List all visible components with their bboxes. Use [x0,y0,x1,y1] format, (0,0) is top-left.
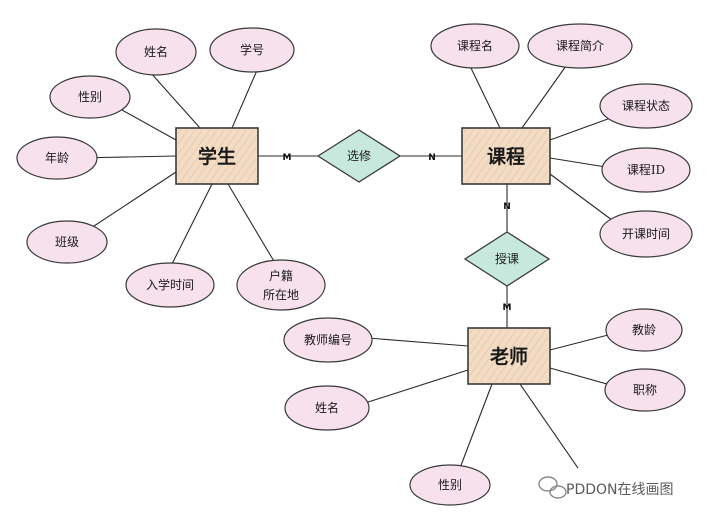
attribute-course-start-time: 开课时间 [599,210,693,258]
edge-course-intro [521,65,567,129]
watermark-text: PDDON在线画图 [566,482,674,498]
edge-teacher-title [549,367,615,387]
attribute-course-id-label: 课程ID [627,162,665,177]
entity-teacher: 老师 [467,327,551,385]
attribute-student-class: 班级 [26,220,108,264]
cardinality-teach-course: N [503,202,511,212]
edge-course-status [549,115,617,141]
attribute-course-intro-label: 课程简介 [556,38,604,53]
relationship-enroll: 选修 [316,129,402,183]
connector-lines [77,65,621,469]
attribute-student-name-label: 姓名 [144,44,168,59]
course-attributes: 课程名 课程简介 课程状态 课程ID 开课时间 [430,23,693,258]
edge-student-household [227,183,279,269]
relationship-enroll-label: 选修 [347,148,371,163]
entity-course-label: 课程 [487,146,525,168]
relationship-teach: 授课 [463,231,551,287]
attribute-student-class-label: 班级 [55,235,79,249]
student-attributes: 姓名 学号 性别 年龄 班级 入学时间 户籍 所在地 [16,27,326,311]
attribute-teacher-seniority-label: 教龄 [632,322,656,337]
attribute-student-name: 姓名 [115,28,197,76]
attribute-student-id-label: 学号 [240,42,264,57]
edge-student-gender [121,109,177,141]
attribute-course-id: 课程ID [601,147,691,193]
attribute-student-gender-label: 性别 [78,90,102,104]
attribute-course-status-label: 课程状态 [622,98,670,113]
edge-student-enroll-time [169,183,213,269]
cardinality-teach-teacher: M [503,303,512,313]
edge-student-id [231,67,259,129]
attribute-student-household-line1: 户籍 [269,268,293,283]
attribute-course-start-time-label: 开课时间 [622,227,670,241]
edge-teacher-gender [459,383,493,469]
watermark: PDDON在线画图 [538,476,674,499]
attribute-teacher-gender: 性别 [409,464,491,506]
attribute-course-name: 课程名 [430,23,520,69]
entity-student-label: 学生 [198,145,236,168]
teacher-attributes: 教师编号 姓名 性别 教龄 职称 [283,308,686,506]
edge-course-id [549,157,613,169]
entity-student: 学生 [175,127,259,185]
wechat-icon [538,476,567,499]
attribute-teacher-name-label: 姓名 [315,400,339,415]
attribute-teacher-seniority: 教龄 [605,308,683,352]
edge-teacher-seniority [549,333,613,351]
edge-teacher-number [367,337,469,347]
attribute-student-age-label: 年龄 [45,151,69,165]
attribute-teacher-number: 教师编号 [283,317,373,363]
attribute-course-intro: 课程简介 [527,23,633,69]
attribute-course-name-label: 课程名 [457,38,493,53]
cardinality-enroll-student: M [283,153,292,163]
edge-teacher-name [361,369,469,405]
edge-teacher-extra [519,383,579,469]
attribute-teacher-gender-label: 性别 [438,478,462,492]
attribute-student-enroll-time-label: 入学时间 [146,277,194,292]
attribute-student-gender: 性别 [49,75,131,119]
attribute-teacher-name: 姓名 [284,385,370,431]
relationship-teach-label: 授课 [495,251,519,266]
attribute-teacher-number-label: 教师编号 [304,332,352,347]
cardinality-enroll-course: N [428,153,436,163]
attribute-student-id: 学号 [209,27,295,73]
attribute-student-enroll-time: 入学时间 [125,262,215,308]
attribute-course-status: 课程状态 [599,83,693,129]
edge-student-name [149,71,201,129]
attribute-student-household-line2: 所在地 [263,288,299,302]
attribute-student-household: 户籍 所在地 [236,259,326,311]
cardinality-labels: M N N M [283,153,512,313]
entity-course: 课程 [461,127,551,185]
attribute-teacher-title: 职称 [604,368,686,412]
attribute-teacher-title-label: 职称 [633,383,657,397]
edge-student-class [87,171,177,231]
attribute-student-age: 年龄 [16,136,98,180]
edge-course-start-time [549,173,621,227]
entity-teacher-label: 老师 [490,345,528,368]
edge-course-name [469,65,501,129]
